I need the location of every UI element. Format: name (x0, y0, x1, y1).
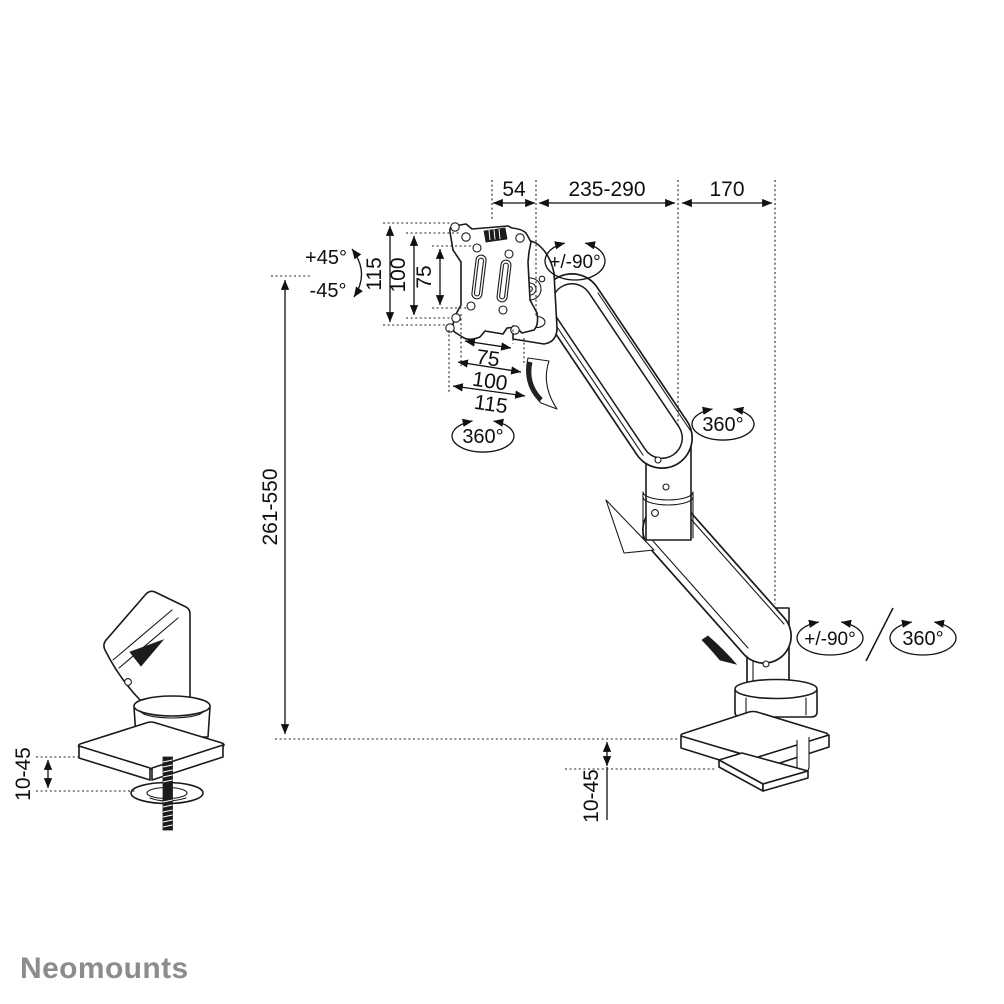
dimension-grommet-thickness: 10-45 (12, 747, 53, 801)
head-swivel-annotation: +/-90° (544, 241, 606, 281)
base-rotation-annotation: 360° (889, 619, 957, 656)
dimension-vesa-vertical-100: 100 (387, 235, 419, 316)
tilt-arc-arrow (351, 248, 363, 298)
dim-label-left-10-45: 10-45 (12, 747, 35, 801)
base-swivel-label: +/-90° (804, 629, 855, 650)
vesa-holes (445, 222, 525, 335)
dim-label-54: 54 (502, 178, 526, 201)
main-arm-figure (445, 222, 830, 792)
dim-label-v100: 100 (387, 257, 410, 292)
vesa-rotation-annotation: 360° (451, 418, 515, 453)
neomounts-logo: Neomounts (20, 952, 189, 985)
dimension-vesa-vertical-115: 115 (363, 225, 395, 323)
extension-lines (36, 180, 776, 792)
dim-label-right-10-45: 10-45 (580, 769, 603, 823)
dim-label-v75: 75 (413, 265, 436, 288)
dimension-vesa-vertical-75: 75 (413, 248, 445, 306)
grommet-base-plate (77, 721, 225, 781)
annotation-separator-slash (865, 607, 894, 662)
quick-release-clip (483, 227, 508, 243)
desk-clamp-base (680, 645, 830, 792)
grommet-bolt (162, 756, 173, 831)
grommet-mount-figure (77, 590, 225, 831)
grommet-arm-stub (103, 590, 191, 701)
arm-rotation-label: 360° (702, 414, 743, 436)
base-swivel-annotation: +/-90° (796, 619, 864, 656)
dim-label-235-290: 235-290 (568, 178, 645, 201)
tilt-annotation: +45° -45° (305, 247, 363, 302)
dimension-vesa-horizontal-115: 115 (452, 383, 526, 418)
tilt-down-label: -45° (310, 280, 347, 302)
dim-label-170: 170 (709, 178, 744, 201)
vesa-slots (471, 254, 512, 303)
dimension-top-arm-reach: 235-290 (538, 178, 676, 208)
dim-label-261-550: 261-550 (259, 468, 282, 545)
dim-label-h115: 115 (473, 391, 509, 418)
base-rotation-label: 360° (902, 628, 943, 650)
dimension-vesa-horizontal-100: 100 (457, 359, 522, 395)
dim-label-v115: 115 (363, 257, 386, 290)
clamp-bracket (718, 737, 810, 792)
lower-arm (642, 502, 792, 668)
arm-rotation-annotation: 360° (691, 406, 755, 441)
tilt-up-label: +45° (305, 247, 347, 269)
dimension-top-base-depth: 170 (681, 178, 773, 208)
vesa-rotation-label: 360° (462, 426, 503, 448)
vesa-plate (445, 222, 539, 341)
dimension-clamp-thickness: 10-45 (580, 741, 612, 823)
head-swivel-label: +/-90° (549, 252, 600, 273)
upper-arm (541, 273, 693, 554)
dimension-height-range: 261-550 (259, 279, 290, 735)
dimension-top-vesa-offset: 54 (492, 178, 536, 208)
